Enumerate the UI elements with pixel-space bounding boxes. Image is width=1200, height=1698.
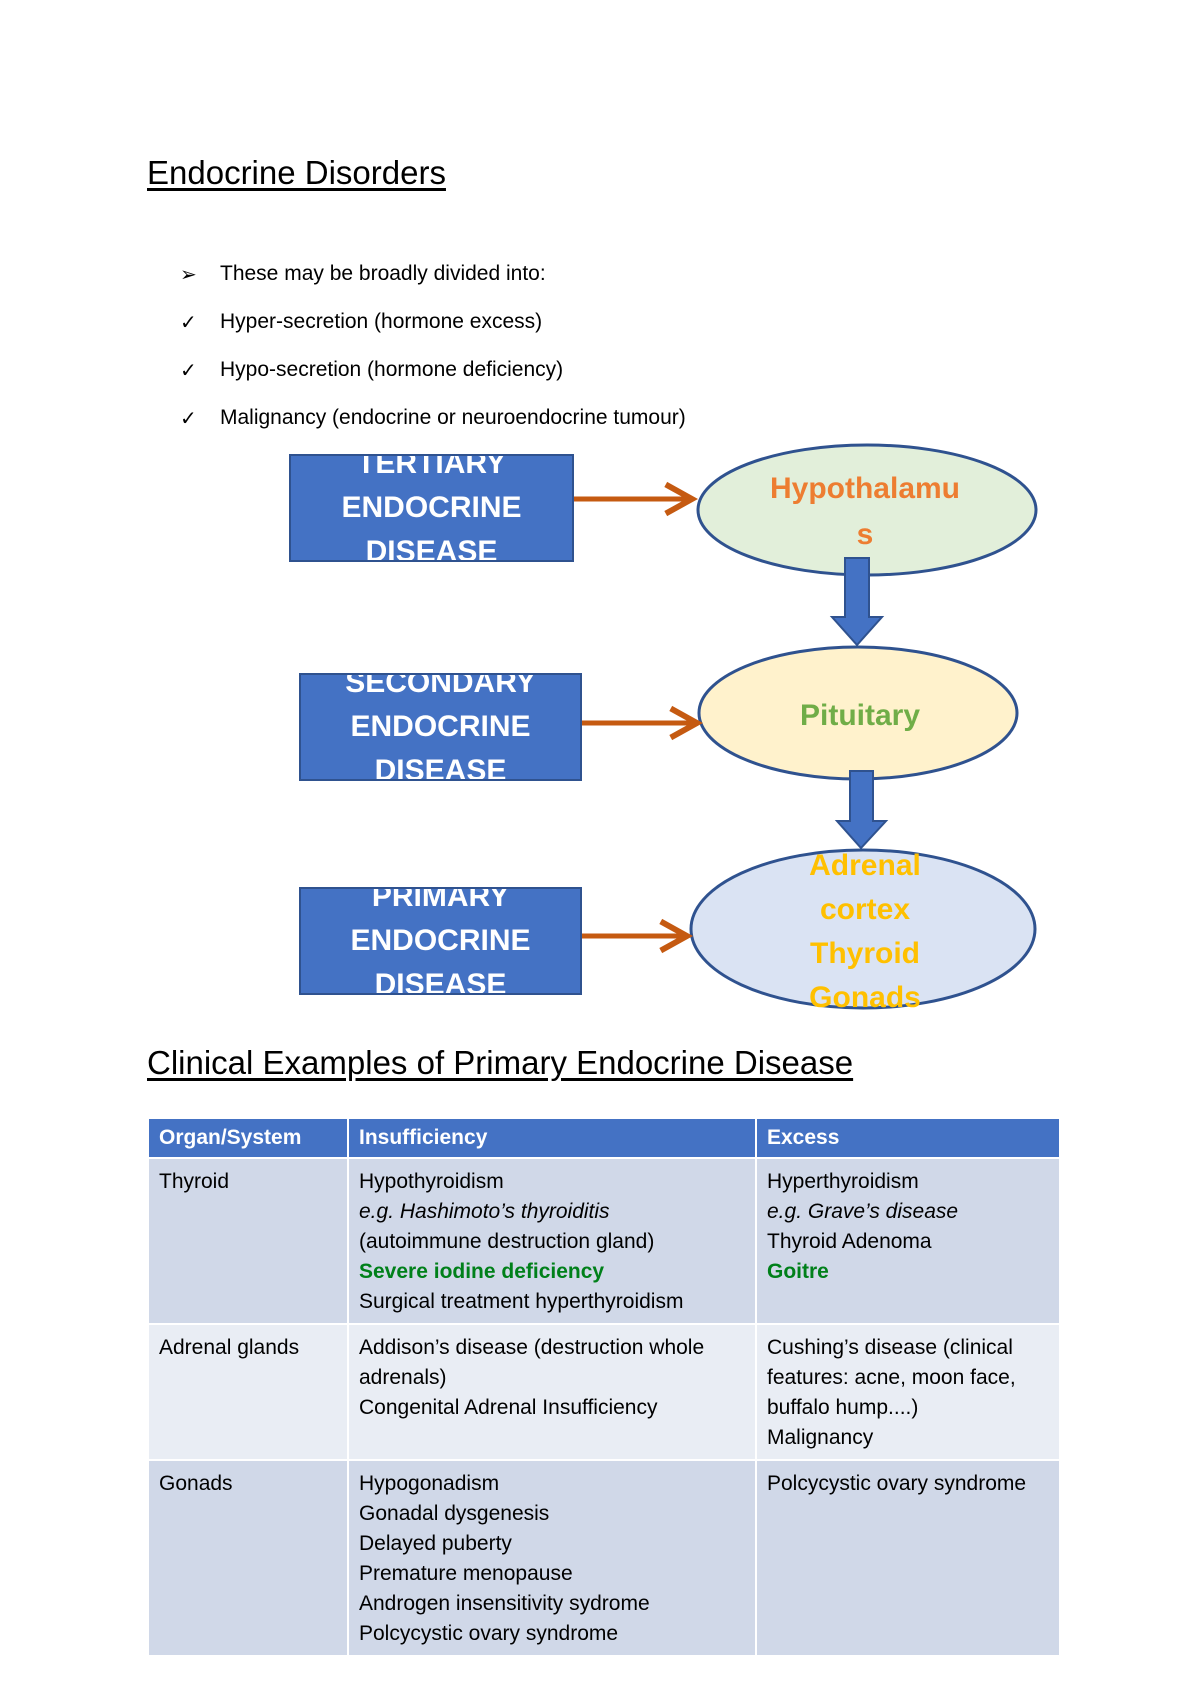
cell-line: Delayed puberty: [359, 1532, 512, 1555]
check-icon: ✓: [180, 359, 197, 382]
intro-item: ✓ Hypo-secretion (hormone deficiency): [180, 346, 686, 394]
cell-line: e.g. Grave’s disease: [767, 1200, 959, 1223]
cell-insufficiency: Hypothyroidism e.g. Hashimoto’s thyroidi…: [347, 1157, 757, 1325]
intro-item-text: Hyper-secretion (hormone excess): [220, 310, 543, 333]
organ-name: Thyroid: [159, 1170, 230, 1193]
box-line: DISEASE: [365, 535, 498, 562]
box-line: PRIMARY: [371, 887, 510, 913]
cell-line: e.g. Hashimoto’s thyroiditis: [359, 1200, 610, 1223]
cell-line: Congenital Adrenal Insufficiency: [359, 1396, 658, 1419]
section-title: Clinical Examples of Primary Endocrine D…: [147, 1044, 854, 1081]
intro-item-text: Malignancy (endocrine or neuroendocrine …: [220, 406, 686, 429]
header-excess: Excess: [755, 1117, 1061, 1159]
check-icon: ✓: [180, 407, 197, 430]
cell-line: Premature menopause: [359, 1562, 573, 1585]
cell-line: Thyroid Adenoma: [767, 1230, 932, 1253]
organ-name: Gonads: [159, 1472, 233, 1495]
node-line: Adrenal: [809, 849, 921, 882]
page-title: Endocrine Disorders: [147, 154, 446, 191]
cell-line: Addison’s disease (destruction whole adr…: [359, 1336, 705, 1389]
cell-insufficiency: Addison’s disease (destruction whole adr…: [347, 1323, 757, 1461]
intro-item: ✓ Malignancy (endocrine or neuroendocrine…: [180, 394, 686, 442]
header-organ: Organ/System: [147, 1117, 349, 1159]
cell-excess: Hyperthyroidism e.g. Grave’s disease Thy…: [755, 1157, 1061, 1325]
node-line: s: [856, 518, 874, 551]
cell-line: Hypogonadism: [359, 1472, 500, 1495]
tertiary-disease-box: TERTIARY ENDOCRINE DISEASE: [289, 454, 574, 562]
cell-insufficiency: Hypogonadism Gonadal dysgenesis Delayed …: [347, 1459, 757, 1657]
cell-line: (autoimmune destruction gland): [359, 1230, 655, 1253]
node-line: Hypothalamu: [769, 472, 961, 505]
box-line: DISEASE: [374, 968, 507, 995]
cell-excess: Cushing’s disease (clinical features: ac…: [755, 1323, 1061, 1461]
cell-line: Cushing’s disease (clinical features: ac…: [767, 1336, 1016, 1419]
node-line: Pituitary: [799, 699, 921, 732]
primary-disease-box: PRIMARY ENDOCRINE DISEASE: [299, 887, 582, 995]
cell-organ: Gonads: [147, 1459, 349, 1657]
box-line: ENDOCRINE: [341, 491, 522, 524]
cell-line: Hyperthyroidism: [767, 1170, 919, 1193]
box-line: DISEASE: [374, 754, 507, 781]
down-arrow-hypothalamus-to-pituitary: [829, 557, 885, 647]
box-line: TERTIARY: [357, 454, 506, 480]
table-header-row: Organ/System Insufficiency Excess: [147, 1117, 1061, 1159]
secondary-disease-box: SECONDARY ENDOCRINE DISEASE: [299, 673, 582, 781]
table-row: Adrenal glands Addison’s disease (destru…: [147, 1323, 1061, 1461]
cell-line-highlight: Severe iodine deficiency: [359, 1260, 605, 1283]
cell-excess: Polcycystic ovary syndrome: [755, 1459, 1061, 1657]
intro-lead-text: These may be broadly divided into:: [220, 262, 546, 285]
intro-lead: ➢ These may be broadly divided into:: [180, 250, 686, 298]
table-row: Gonads Hypogonadism Gonadal dysgenesis D…: [147, 1459, 1061, 1657]
arrow-bullet-icon: ➢: [180, 263, 197, 286]
cell-organ: Adrenal glands: [147, 1323, 349, 1461]
target-glands-label: Adrenal cortex Thyroid Gonads: [760, 848, 970, 1016]
cell-line-highlight: Goitre: [767, 1260, 829, 1283]
cell-organ: Thyroid: [147, 1157, 349, 1325]
box-line: ENDOCRINE: [350, 710, 531, 743]
box-line: SECONDARY: [345, 673, 536, 699]
table-row: Thyroid Hypothyroidism e.g. Hashimoto’s …: [147, 1157, 1061, 1325]
clinical-examples-table: Organ/System Insufficiency Excess Thyroi…: [147, 1117, 1061, 1657]
cell-line: Malignancy: [767, 1426, 874, 1449]
intro-item-text: Hypo-secretion (hormone deficiency): [220, 358, 564, 381]
hypothalamus-label: Hypothalamu s: [740, 462, 990, 562]
cell-line: Polcycystic ovary syndrome: [767, 1472, 1027, 1495]
organ-name: Adrenal glands: [159, 1336, 300, 1359]
intro-list: ➢ These may be broadly divided into: ✓ Hyp…: [180, 250, 686, 442]
cell-line: Androgen insensitivity sydrome: [359, 1592, 650, 1615]
check-icon: ✓: [180, 311, 197, 334]
cell-line: Gonadal dysgenesis: [359, 1502, 550, 1525]
node-line: Thyroid: [810, 937, 920, 970]
pituitary-label: Pituitary: [720, 690, 1000, 742]
cell-line: Surgical treatment hyperthyroidism: [359, 1290, 684, 1313]
intro-item: ✓ Hyper-secretion (hormone excess): [180, 298, 686, 346]
cell-line: Hypothyroidism: [359, 1170, 504, 1193]
node-line: cortex: [819, 893, 911, 926]
down-arrow-pituitary-to-glands: [834, 770, 889, 850]
header-insufficiency: Insufficiency: [347, 1117, 757, 1159]
cell-line: Polcycystic ovary syndrome: [359, 1622, 619, 1645]
box-line: ENDOCRINE: [350, 924, 531, 957]
node-line: Gonads: [809, 981, 921, 1014]
